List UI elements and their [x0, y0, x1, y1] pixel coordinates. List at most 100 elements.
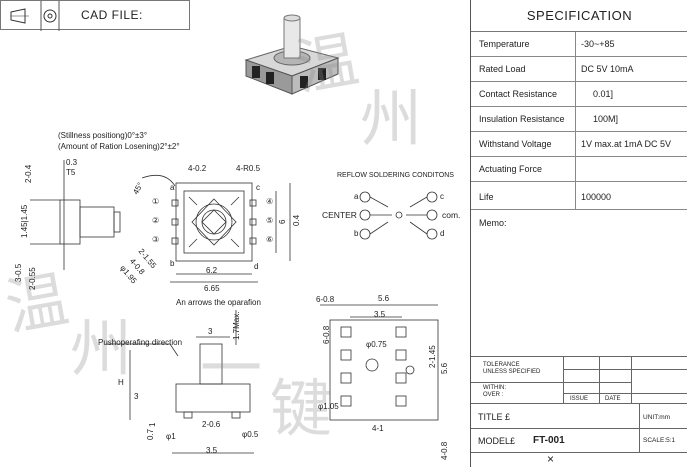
date-label: DATE — [605, 396, 621, 402]
spec-label: Insulation Resistance — [479, 114, 565, 124]
spec-row-withstand-voltage: Withstand Voltage 1V max.at 1mA DC 5V — [471, 132, 687, 157]
dim-phi-1: φ1 — [166, 432, 176, 441]
com-label: com. — [442, 210, 461, 220]
dim-3-side: 3 — [134, 392, 139, 401]
spec-value: 100M] — [593, 114, 619, 124]
spec-value: DC 5V 10mA — [581, 64, 634, 74]
dim-4-0-8-vertical: 4-0.8 — [440, 441, 449, 460]
spec-value: 0.01] — [593, 89, 614, 99]
title-block-divider — [471, 356, 687, 357]
svg-text:州: 州 — [360, 82, 422, 155]
dim-4-1: 4-1 — [372, 424, 384, 433]
pin-3: ③ — [152, 235, 160, 244]
spec-row-temperature: Temperature -30~+85 — [471, 32, 687, 57]
dim-1: 1 — [148, 422, 157, 427]
model-value: FT-001 — [533, 435, 565, 446]
spec-label: Actuating Force — [479, 164, 543, 174]
reflow-c: c — [440, 192, 444, 201]
stillness-note: (Stillness positiong)0°±3° — [58, 131, 148, 140]
terminal-d: d — [254, 262, 259, 271]
terminal-a: a — [170, 183, 175, 192]
center-label: CENTER — [322, 210, 357, 220]
specification-panel: SPECIFICATION Temperature -30~+85 Rated L… — [470, 0, 687, 467]
svg-text:键: 键 — [270, 372, 332, 445]
terminal-c: c — [256, 183, 260, 192]
spec-label: Life — [479, 192, 494, 202]
spec-label: Temperature — [479, 39, 530, 49]
tb-vline — [639, 403, 640, 452]
dim-6-0-8-vertical: 6-0.8 — [322, 325, 331, 344]
title-label: TITLE £ — [478, 412, 511, 422]
scale-label: SCALE:5:1 — [643, 437, 676, 444]
cad-logo-icon — [10, 1, 60, 31]
dim-2-1-45: 2-1.45 — [428, 345, 437, 368]
amount-note: (Amount of Ration Losening)2°±2° — [58, 142, 180, 151]
spec-value: 1V max.at 1mA DC 5V — [581, 139, 672, 149]
spec-value: 100000 — [581, 192, 612, 202]
push-direction-note: Pushoperafing direction — [98, 338, 183, 347]
tb-vline — [563, 356, 564, 403]
spec-row-life: Life 100000 — [471, 182, 687, 210]
dim-phi-1-05: φ1.05 — [318, 402, 339, 411]
dim-0-7: 0.7 — [146, 428, 155, 440]
dim-4-0-2: 4-0.2 — [188, 164, 207, 173]
dim-1-7-max: 1.7Max. — [232, 311, 241, 340]
dim-3-5-bottom: 3.5 — [206, 446, 218, 455]
reflow-b: b — [354, 229, 359, 238]
dim-3-5: 3.5 — [374, 310, 386, 319]
reflow-a: a — [354, 192, 359, 201]
unit-label: UNIT:mm — [643, 414, 671, 421]
pin-1: ① — [152, 197, 160, 206]
memo-label: Memo: — [479, 218, 507, 228]
technical-drawing: 温 州 一 键 温 州 一 键 — [0, 22, 439, 454]
model-label: MODEL£ — [478, 436, 516, 446]
dim-2-0-55: 2-0.55 — [28, 267, 37, 290]
tb-line — [471, 428, 687, 429]
dim-5-6-vertical: 5.6 — [440, 362, 449, 374]
reflow-d: d — [440, 229, 445, 238]
dim-6-0-8: 6-0.8 — [316, 295, 335, 304]
spec-row-contact-resistance: Contact Resistance 0.01] — [471, 82, 687, 107]
terminal-b: b — [170, 259, 175, 268]
dim-0-3: 0.3 — [66, 158, 78, 167]
dim-phi-0-5: φ0.5 — [242, 430, 259, 439]
over-label: OVER : — [483, 392, 504, 398]
svg-text:州: 州 — [70, 312, 132, 385]
spec-row-rated-load: Rated Load DC 5V 10mA — [471, 57, 687, 82]
spec-value: -30~+85 — [581, 39, 615, 49]
tb-line — [471, 403, 687, 404]
tb-vline — [631, 356, 632, 403]
dim-2-0-4: 2-0.4 — [24, 164, 33, 183]
reflow-title: REFLOW SOLDERING CONDITONS — [337, 172, 454, 179]
pin-5: ⑤ — [266, 216, 274, 225]
dim-4-r0-5: 4-R0.5 — [236, 164, 261, 173]
dim-6-65: 6.65 — [204, 284, 220, 293]
tb-line — [563, 393, 687, 394]
pin-2: ② — [152, 216, 160, 225]
dim-1-45: 1.45|1.45 — [20, 204, 29, 238]
watermark: 温 州 一 键 温 州 一 键 — [0, 22, 422, 445]
pin-6: ⑥ — [266, 235, 274, 244]
spec-label: Withstand Voltage — [479, 139, 552, 149]
spec-row-insulation-resistance: Insulation Resistance 100M] — [471, 107, 687, 132]
cad-file-title: CAD FILE: — [81, 8, 143, 22]
within-label: WITHIN: — [483, 385, 506, 391]
spec-label: Rated Load — [479, 64, 526, 74]
tb-line — [471, 382, 631, 383]
specification-title: SPECIFICATION — [471, 0, 687, 32]
product-3d-image — [244, 14, 340, 95]
svg-text:温: 温 — [0, 262, 74, 345]
svg-text:一: 一 — [200, 332, 262, 405]
dim-phi-0-75: φ0.75 — [366, 340, 387, 349]
dim-h: H — [118, 378, 124, 387]
spec-label: Contact Resistance — [479, 89, 558, 99]
pin-4: ④ — [266, 197, 274, 206]
dim-6: 6 — [278, 219, 287, 224]
unless-specified-label: UNLESS SPECIFIED — [483, 369, 541, 375]
tolerance-label: TOLERANCE — [483, 362, 520, 368]
tb-line — [563, 369, 687, 370]
dim-0-4: 0.4 — [292, 214, 301, 226]
tb-vline — [599, 356, 600, 403]
dim-t5: T5 — [66, 168, 76, 177]
dim-5-6: 5.6 — [378, 294, 390, 303]
